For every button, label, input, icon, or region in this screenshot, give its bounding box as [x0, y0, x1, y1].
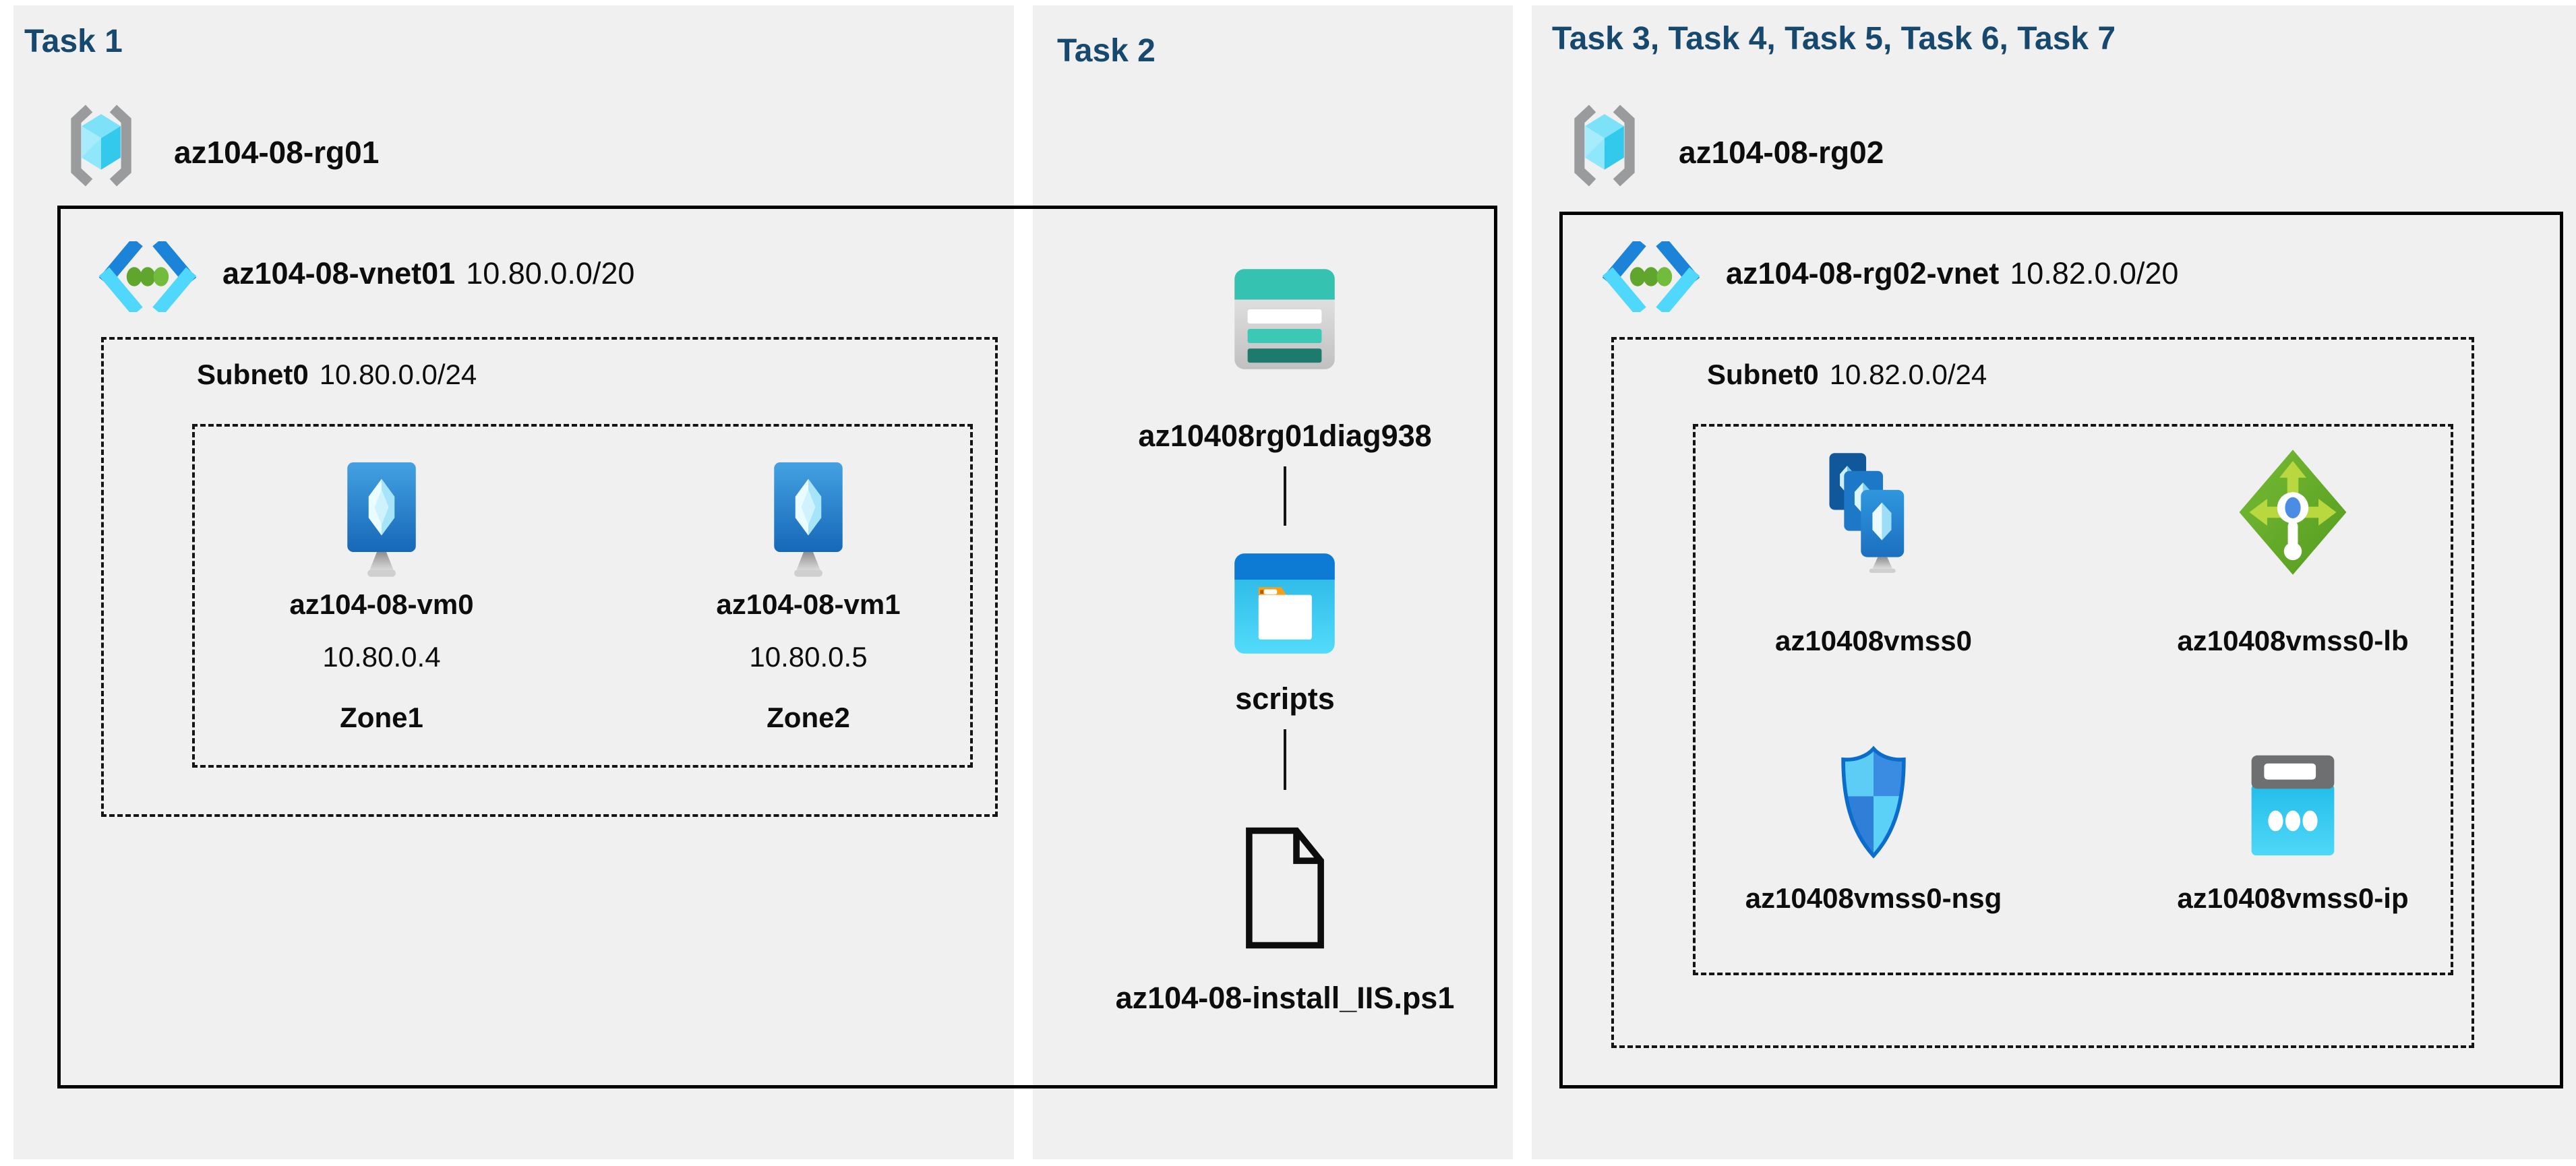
vmss-label: az10408vmss0 — [1775, 625, 1972, 656]
vm1-name: az104-08-vm1 — [716, 588, 901, 620]
rg02-vnet-boundary — [1559, 212, 2563, 1088]
rg01-label: az104-08-rg01 — [174, 135, 380, 170]
resource-group-icon — [1574, 104, 1635, 187]
virtual-network-icon — [98, 241, 197, 312]
load-balancer-label: az10408vmss0-lb — [2177, 625, 2409, 656]
vnet01-label: az104-08-vnet01 10.80.0.0/20 — [222, 255, 634, 293]
subnet0-cidr-rg01: 10.80.0.0/24 — [319, 359, 477, 390]
vm0-ip: 10.80.0.4 — [322, 641, 441, 673]
panel-task3-7 — [1532, 5, 2576, 1159]
vm1-ip: 10.80.0.5 — [749, 641, 868, 673]
load-balancer-icon — [2239, 450, 2347, 575]
subnet0-cidr-rg02: 10.82.0.0/24 — [1829, 359, 1987, 390]
storage-account-icon — [1234, 269, 1335, 369]
script-file-icon — [1246, 827, 1324, 949]
rg02-vnet-name: az104-08-rg02-vnet — [1726, 256, 2000, 290]
rg02-label: az104-08-rg02 — [1679, 135, 1884, 170]
vnet01-boundary — [57, 206, 1497, 1088]
vnet01-cidr: 10.80.0.0/20 — [466, 256, 635, 290]
blob-container-icon — [1234, 553, 1335, 654]
connector-storage-scripts — [1284, 466, 1286, 526]
task1-title: Task 1 — [24, 24, 123, 59]
rg02-vnet-label: az104-08-rg02-vnet 10.82.0.0/20 — [1726, 255, 2178, 293]
rg02-vnet-cidr: 10.82.0.0/20 — [2010, 256, 2179, 290]
vm0-name: az104-08-vm0 — [289, 588, 474, 620]
storage-account-label: az10408rg01diag938 — [1138, 419, 1432, 453]
subnet0-name-rg02: Subnet0 — [1707, 359, 1819, 390]
subnet0-label-rg01: Subnet0 10.80.0.0/24 — [197, 357, 477, 392]
connector-scripts-file — [1284, 729, 1286, 790]
vmss-area-boundary-rg02 — [1693, 424, 2453, 975]
vm1-zone: Zone2 — [767, 702, 850, 733]
virtual-machine-icon — [347, 462, 416, 577]
panel-task1 — [13, 5, 1014, 1159]
vnet01-name: az104-08-vnet01 — [222, 256, 456, 290]
nsg-shield-icon — [1841, 745, 1906, 859]
subnet0-name-rg01: Subnet0 — [197, 359, 309, 390]
resource-group-icon — [71, 104, 131, 187]
vm-area-boundary-rg01 — [192, 424, 973, 768]
vm-scale-set-icon — [1829, 453, 1905, 573]
task2-title: Task 2 — [1057, 33, 1156, 69]
public-ip-icon — [2251, 755, 2335, 856]
task3-7-title: Task 3, Task 4, Task 5, Task 6, Task 7 — [1552, 21, 2116, 57]
subnet0-boundary-rg01 — [101, 337, 998, 817]
virtual-machine-icon — [774, 462, 843, 577]
container-label: scripts — [1235, 681, 1335, 716]
nsg-label: az10408vmss0-nsg — [1745, 882, 2002, 914]
vm0-zone: Zone1 — [340, 702, 423, 733]
subnet0-label-rg02: Subnet0 10.82.0.0/24 — [1707, 357, 1987, 392]
public-ip-label: az10408vmss0-ip — [2177, 882, 2409, 914]
script-file-label: az104-08-install_IIS.ps1 — [1115, 981, 1455, 1015]
virtual-network-icon — [1602, 241, 1700, 312]
subnet0-boundary-rg02 — [1611, 337, 2474, 1048]
